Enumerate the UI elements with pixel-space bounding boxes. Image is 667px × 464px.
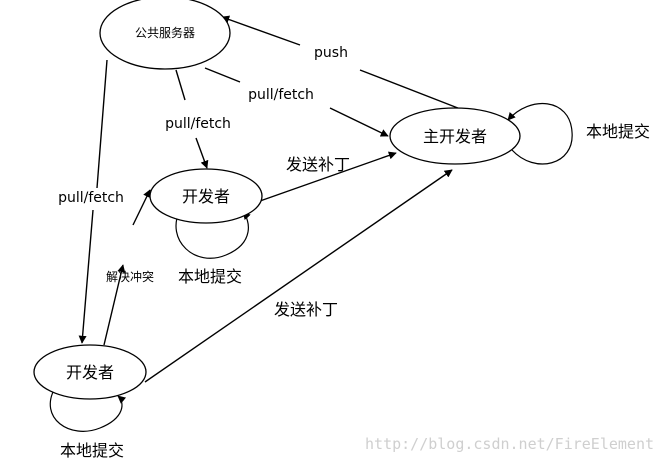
label-resolve-conflict: 解决冲突 [106,269,154,284]
node-dev-upper-label: 开发者 [182,187,230,206]
label-loop-dev-upper: 本地提交 [178,267,242,286]
edge-send-patch-lower [144,169,453,383]
loop-dev-lower [49,387,127,432]
label-push: push [314,45,348,61]
label-loop-dev-lower: 本地提交 [60,441,124,460]
loop-main-dev [507,102,573,165]
node-dev-lower: 开发者 [33,344,147,400]
node-public-server-label: 公共服务器 [135,25,195,40]
edge-pull-fetch-upper [175,69,207,168]
label-loop-main-dev: 本地提交 [586,122,650,141]
node-dev-lower-label: 开发者 [66,363,114,382]
edge-push [222,17,464,111]
edge-send-patch-upper [259,151,397,202]
label-pull-fetch-lower: pull/fetch [58,190,124,206]
edge-pull-fetch-lower [82,59,108,343]
edge-resolve-conflict [103,190,150,346]
node-dev-upper: 开发者 [149,168,263,224]
node-main-dev: 主开发者 [389,107,521,165]
node-public-server: 公共服务器 [99,0,231,70]
watermark-text: http://blog.csdn.net/FireElement [365,435,654,453]
label-send-patch-upper: 发送补丁 [286,155,350,174]
loop-dev-upper [175,209,251,259]
node-main-dev-label: 主开发者 [423,127,487,146]
label-pull-fetch-main: pull/fetch [248,87,314,103]
label-send-patch-lower: 发送补丁 [274,300,338,319]
edge-pull-fetch-main [204,67,388,136]
label-pull-fetch-upper: pull/fetch [165,116,231,132]
